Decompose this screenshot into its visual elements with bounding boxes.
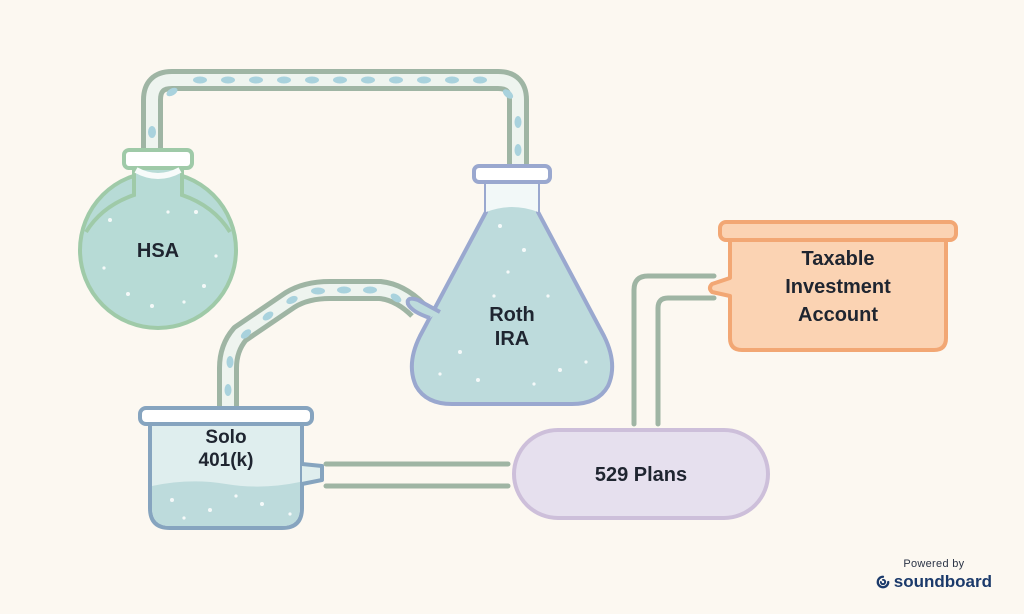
solo-401k-label-line1: Solo xyxy=(205,427,246,448)
bubbles xyxy=(170,494,292,520)
bubbles xyxy=(438,224,588,386)
529-plans-tank: 529 Plans xyxy=(512,428,770,520)
roth-ira-label-line1: Roth xyxy=(489,304,535,326)
tube-529-taxable xyxy=(631,273,717,427)
roth-ira-label-line2: IRA xyxy=(495,328,529,350)
roth-ira-flask: Roth IRA xyxy=(405,164,615,406)
solo-401k-beaker: Solo 401(k) xyxy=(138,406,324,530)
solo-401k-label-line2: 401(k) xyxy=(199,450,254,471)
taxable-account-box: Taxable Investment Account xyxy=(708,220,958,352)
tube-drops xyxy=(148,76,522,156)
taxable-label-line2: Investment xyxy=(785,276,891,298)
taxable-label-line3: Account xyxy=(798,304,878,326)
brand: soundboard xyxy=(876,572,992,592)
hsa-label: HSA xyxy=(137,240,179,262)
brand-name: soundboard xyxy=(893,572,992,591)
powered-by-text: Powered by xyxy=(903,558,965,570)
tube-hsa-roth xyxy=(141,69,529,168)
tube-solo-roth xyxy=(217,279,426,410)
529-plans-label: 529 Plans xyxy=(595,464,687,486)
tube-drops xyxy=(224,286,402,396)
soundboard-logo-icon xyxy=(876,575,890,589)
hsa-flask: HSA xyxy=(78,148,238,330)
taxable-label-line1: Taxable xyxy=(802,248,875,270)
bubbles xyxy=(102,210,218,308)
powered-by-badge[interactable]: Powered by soundboard xyxy=(876,558,992,592)
tube-solo-529 xyxy=(323,461,511,489)
